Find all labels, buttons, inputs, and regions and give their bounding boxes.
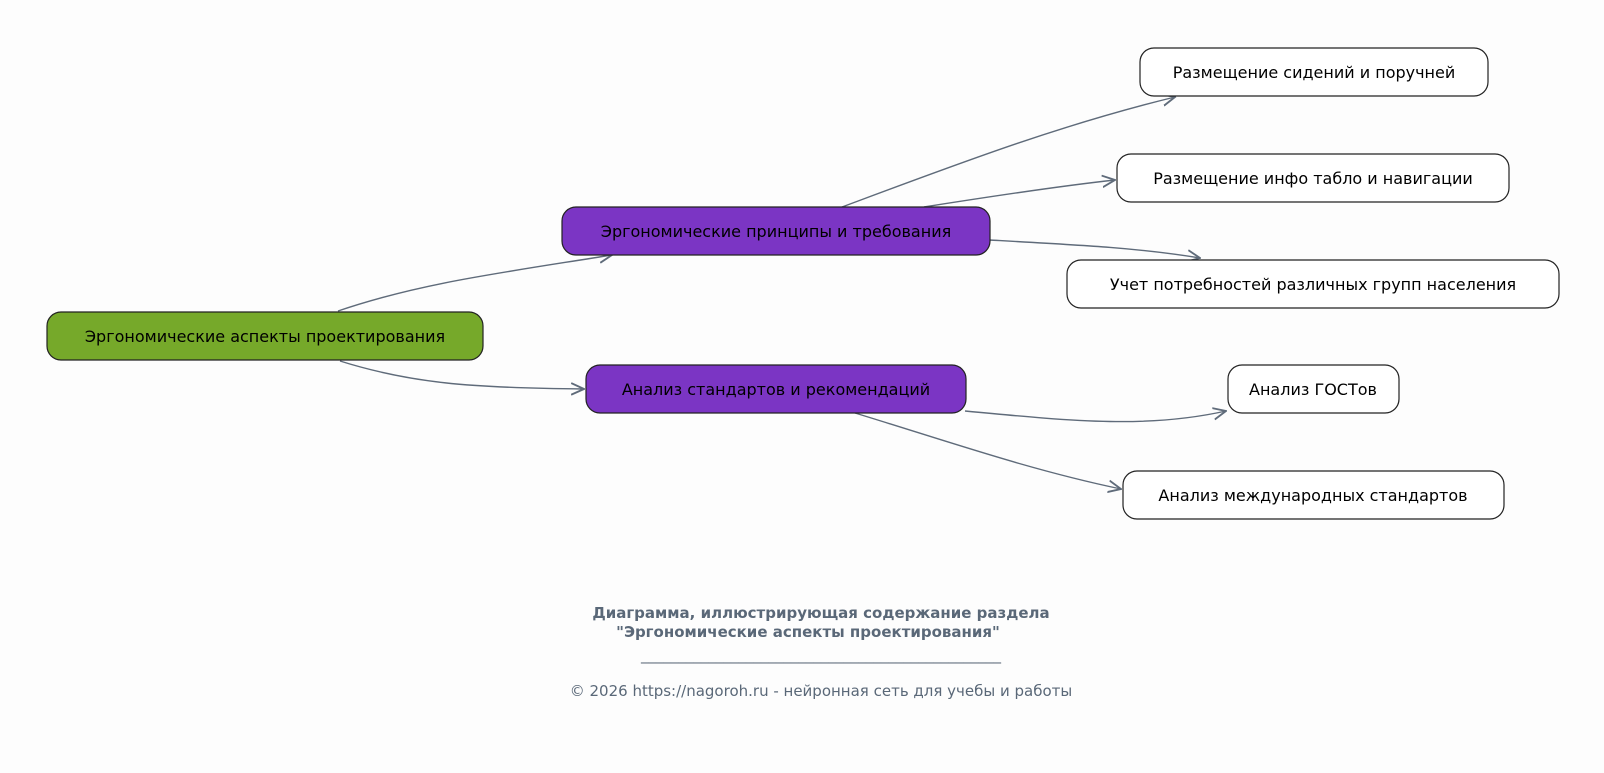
node-leaf3-label: Учет потребностей различных групп населе… [1110, 275, 1516, 294]
node-leaf2[interactable]: Размещение инфо табло и навигации [1116, 153, 1510, 203]
node-leaf2-label: Размещение инфо табло и навигации [1153, 169, 1473, 188]
node-leaf5-label: Анализ международных стандартов [1158, 486, 1467, 505]
node-branch1[interactable]: Эргономические принципы и требования [561, 206, 991, 256]
edge-branch1-leaf3 [988, 239, 1200, 258]
edge-branch1-leaf1 [841, 97, 1175, 208]
caption-footer: © 2026 https://nagoroh.ru - нейронная се… [570, 682, 1073, 700]
caption-title-line2: "Эргономические аспекты проектирования" [616, 623, 1000, 641]
edge-branch2-leaf4 [964, 411, 1226, 423]
node-branch1-label: Эргономические принципы и требования [601, 222, 951, 241]
edge-root-branch1 [337, 255, 612, 312]
caption-separator: ________________________________________… [640, 646, 1002, 665]
caption-title-line1: Диаграмма, иллюстрирующая содержание раз… [592, 604, 1049, 622]
edge-branch1-leaf2 [923, 180, 1115, 208]
node-root[interactable]: Эргономические аспекты проектирования [46, 311, 484, 361]
edge-root-branch2 [339, 360, 584, 389]
edge-branch2-leaf5 [854, 412, 1121, 489]
node-root-label: Эргономические аспекты проектирования [85, 327, 445, 346]
node-leaf1-label: Размещение сидений и поручней [1173, 63, 1456, 82]
node-leaf4[interactable]: Анализ ГОСТов [1227, 364, 1400, 414]
node-leaf5[interactable]: Анализ международных стандартов [1122, 470, 1505, 520]
node-branch2-label: Анализ стандартов и рекомендаций [622, 380, 930, 399]
node-leaf4-label: Анализ ГОСТов [1249, 380, 1377, 399]
node-leaf3[interactable]: Учет потребностей различных групп населе… [1066, 259, 1560, 309]
node-branch2[interactable]: Анализ стандартов и рекомендаций [585, 364, 967, 414]
node-leaf1[interactable]: Размещение сидений и поручней [1139, 47, 1489, 97]
